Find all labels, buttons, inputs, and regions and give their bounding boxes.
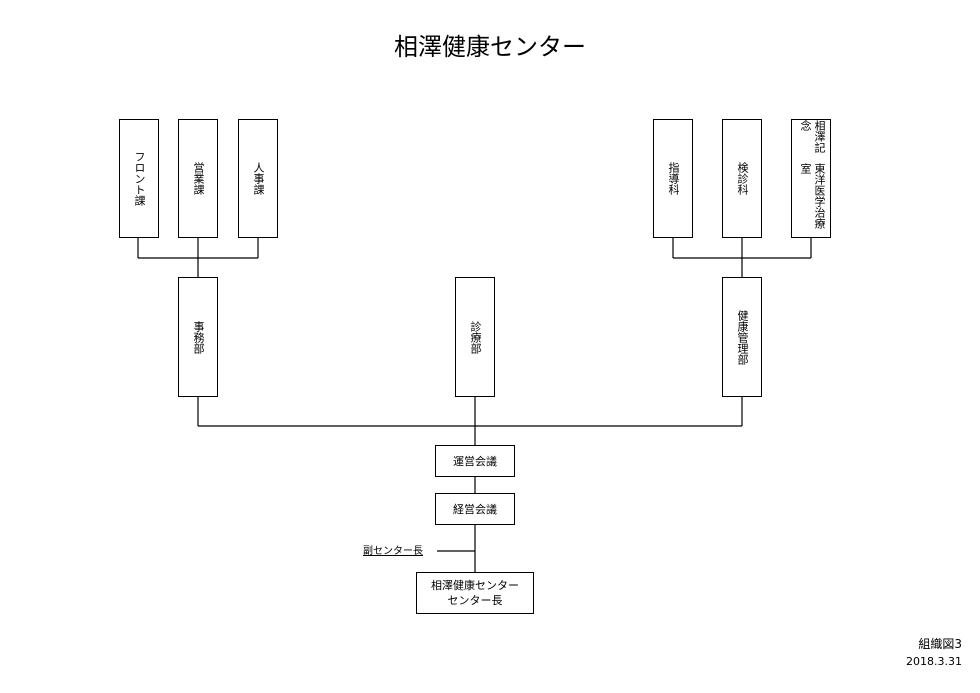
management-committee-label: 経営会議 [453,502,497,516]
unit-oriental-medicine-line2: 東洋医学治療室 [799,162,826,229]
department-office: 事務部 [178,277,218,397]
unit-hr-label: 人事課 [252,162,265,195]
deputy-director-label: 副センター長 [363,546,423,557]
unit-sales: 営業課 [178,119,218,238]
unit-hr: 人事課 [238,119,278,238]
unit-guidance-label: 指導科 [667,162,680,195]
unit-front-desk-label: フロント課 [133,151,146,206]
operations-committee-label: 運営会議 [453,454,497,468]
chart-date: 2018.3.31 [906,655,962,668]
department-clinic: 診療部 [455,277,495,397]
department-office-label: 事務部 [192,320,205,354]
center-director: 相澤健康センター センター長 [416,572,534,614]
unit-front-desk: フロント課 [119,119,159,238]
unit-checkup-label: 検診科 [736,162,749,195]
unit-guidance: 指導科 [653,119,693,238]
department-health-label: 健康管理部 [736,309,749,365]
management-committee: 経営会議 [435,493,515,525]
operations-committee: 運営会議 [435,445,515,477]
chart-code: 組織図3 [918,637,962,651]
unit-checkup: 検診科 [722,119,762,238]
department-clinic-label: 診療部 [469,320,482,354]
center-director-line1: 相澤健康センター [431,579,519,592]
page-title: 相澤健康センター [394,33,586,61]
unit-oriental-medicine-line1: 相澤記念 [799,120,826,153]
center-director-line2: センター長 [447,594,503,607]
department-health: 健康管理部 [722,277,762,397]
unit-oriental-medicine: 相澤記念 東洋医学治療室 [791,119,831,238]
unit-sales-label: 営業課 [192,162,205,195]
